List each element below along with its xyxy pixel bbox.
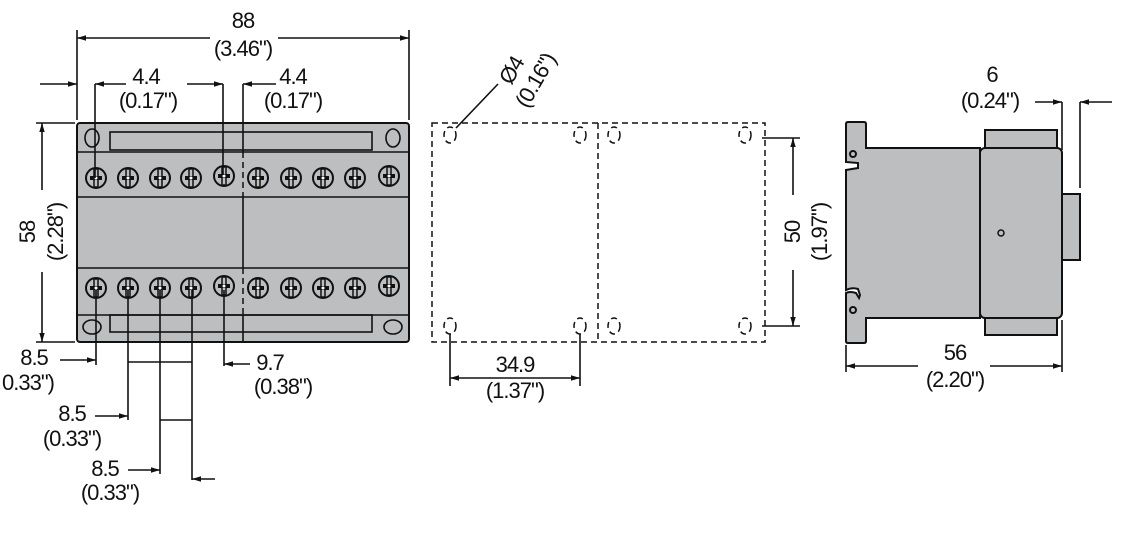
offset-right-mm: 4.4 (279, 64, 307, 89)
vertical-spacing-in: (1.97") (807, 203, 832, 261)
terminal-screw (280, 167, 302, 189)
height-mm: 58 (15, 220, 40, 243)
din-rail-clip-body (845, 121, 981, 344)
horizontal-spacing-in: (1.37") (486, 378, 544, 403)
mounting-hole (84, 128, 100, 148)
pitch-2-mm: 8.5 (58, 401, 86, 426)
terminal-screw (85, 167, 107, 189)
mounting-hole (607, 126, 621, 144)
pitch-gap-in: (0.38") (254, 374, 312, 399)
height-in: (2.28") (43, 203, 68, 261)
mounting-view: Ø4 (0.16") 50 (1.97") 34.9 (1.37") (431, 49, 832, 403)
terminal-screw (344, 167, 366, 189)
terminal-screw (312, 167, 334, 189)
pitch-3-mm: 8.5 (91, 456, 119, 481)
mounting-hole (82, 319, 102, 335)
terminal-screw (213, 165, 235, 187)
terminal-screw (344, 277, 366, 299)
depth-in: (2.20") (926, 367, 984, 392)
width-mm: 88 (232, 8, 255, 33)
mounting-hole (607, 317, 621, 335)
terminal-screw (312, 277, 334, 299)
mounting-hole (383, 319, 403, 335)
pitch-1-mm: 8.5 (20, 345, 48, 370)
side-view: 6 (0.24") 56 (2.20") (845, 62, 1112, 392)
mounting-hole (385, 128, 401, 148)
mounting-hole (738, 126, 752, 144)
terminal-screw (378, 275, 400, 297)
front-view: 88 (3.46") 4.4 (0.17") 4.4 (0.17") 58 (2… (2, 8, 410, 505)
mounting-hole (443, 317, 457, 335)
offset-right-in: (0.17") (264, 88, 322, 113)
front-cover (979, 147, 1063, 319)
offset-left-in: (0.17") (119, 88, 177, 113)
pitch-3-in: (0.33") (81, 480, 139, 505)
terminal-screw (247, 277, 269, 299)
pitch-2-in: (0.33") (43, 426, 101, 451)
protrusion-mm: 6 (986, 62, 998, 87)
horizontal-spacing-mm: 34.9 (496, 352, 536, 377)
depth-mm: 56 (944, 340, 967, 365)
mounting-hole (573, 317, 587, 335)
terminal-screw (180, 277, 202, 299)
bottom-label-slot (109, 314, 373, 333)
vertical-spacing-mm: 50 (780, 220, 805, 243)
width-in: (3.46") (214, 36, 272, 61)
top-label-slot (109, 131, 373, 151)
mounting-hole (738, 317, 752, 335)
offset-left-mm: 4.4 (132, 64, 160, 89)
mounting-hole (573, 126, 587, 144)
terminal-screw (180, 167, 202, 189)
terminal-screw (247, 167, 269, 189)
pitch-gap-mm: 9.7 (256, 350, 284, 375)
terminal-screw (378, 165, 400, 187)
pitch-1-in: 0.33") (2, 370, 54, 395)
terminal-screw (280, 277, 302, 299)
protrusion-in: (0.24") (961, 88, 1019, 113)
mounting-hole (443, 126, 457, 144)
terminal-screw (85, 277, 107, 299)
terminal-screw (117, 167, 139, 189)
rear-tab (1061, 193, 1081, 261)
terminal-screw (149, 167, 171, 189)
